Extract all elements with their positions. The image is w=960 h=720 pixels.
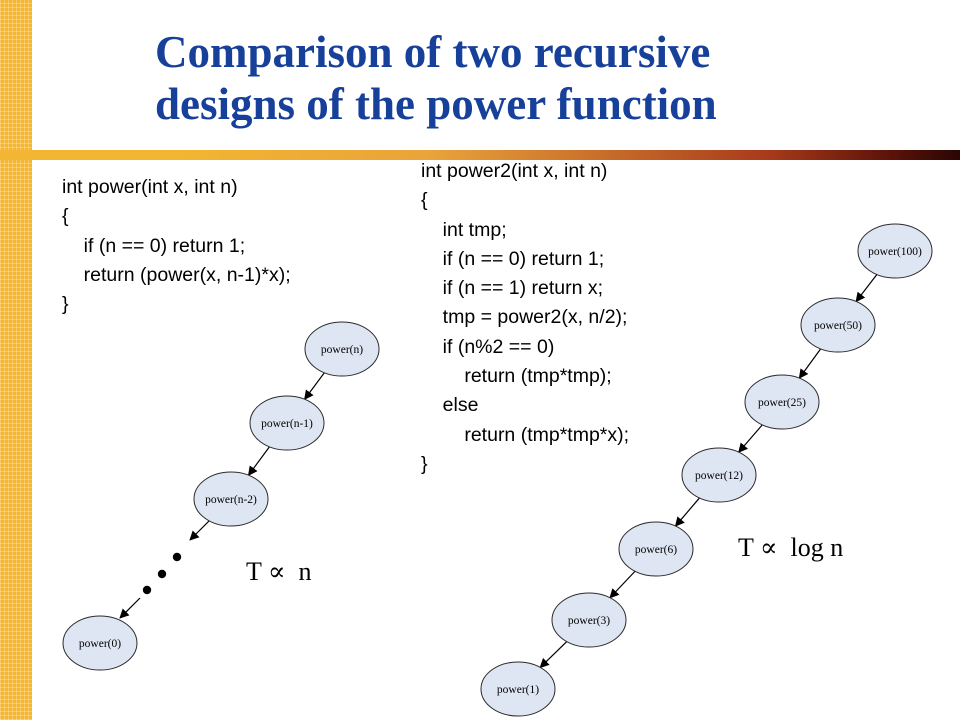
tree2-call-node [480, 661, 556, 717]
slide-title: Comparison of two recursive designs of t… [155, 26, 945, 130]
tree2-call-node [857, 223, 933, 279]
linear-complexity-label: T ∝ n [246, 557, 312, 586]
tree2-call-node-label: power(12) [695, 470, 743, 482]
tree2-call-arrow [738, 424, 763, 453]
code2-line: else [421, 394, 479, 417]
tree1-call-node-label: power(n) [321, 344, 363, 356]
tree1-call-node [193, 471, 269, 527]
tree1-call-node [249, 395, 325, 451]
tree2-call-node-label: power(25) [758, 397, 806, 409]
tree2-call-arrow [539, 641, 568, 669]
tree1-call-node [304, 321, 380, 377]
tree2-call-node [681, 447, 757, 503]
tree2-call-node [744, 374, 820, 430]
code2-line: if (n == 0) return 1; [421, 247, 605, 270]
tree2-call-node [800, 297, 876, 353]
code2-line: int power2(int x, int n) [421, 160, 608, 182]
power-function-code: int power(int x, int n) { if (n == 0) re… [62, 173, 291, 319]
ellipsis-dots [142, 552, 182, 595]
tree2-call-arrow [609, 570, 636, 599]
tree2-call-node-label: power(1) [497, 684, 539, 696]
tree1-call-node [62, 615, 138, 671]
tree2-call-node-label: power(3) [568, 615, 610, 627]
tree1-call-arrow [304, 372, 325, 401]
power2-function-code: int power2(int x, int n) { int tmp; if (… [421, 157, 629, 479]
tree2-call-arrow [798, 348, 822, 379]
linear-recursion-tree: power(n) power(n-1) power(n-2) power(0) [62, 321, 380, 671]
code1-line: int power(int x, int n) [62, 176, 238, 198]
left-decorative-strip [0, 0, 32, 720]
code2-line: } [421, 452, 428, 475]
code2-line: int tmp; [421, 218, 507, 241]
tree2-call-arrow [855, 274, 878, 303]
code2-line: { [421, 189, 428, 212]
tree1-call-node-label: power(n-2) [205, 494, 257, 506]
tree1-call-arrow [189, 519, 211, 541]
title-underline-bar [0, 150, 960, 160]
log-recursion-tree: power(100) power(50) power(25) power(12) pow… [480, 223, 933, 717]
slide-title-line-2: designs of the power function [155, 79, 717, 129]
code2-line: return (tmp*tmp*x); [421, 423, 630, 446]
code2-line: tmp = power2(x, n/2); [421, 306, 628, 329]
tree2-call-arrow [674, 497, 700, 527]
tree1-call-node-label: power(0) [79, 638, 121, 650]
tree2-call-node [551, 592, 627, 648]
tree1-call-arrow [119, 597, 141, 619]
code2-line: return (tmp*tmp); [421, 365, 612, 388]
slide-title-line-1: Comparison of two recursive [155, 27, 711, 77]
code1-line: } [62, 293, 69, 316]
code2-line: if (n%2 == 0) [421, 335, 555, 358]
tree2-call-node-label: power(50) [814, 320, 862, 332]
tree2-call-node [618, 521, 694, 577]
tree2-call-node-label: power(100) [868, 246, 922, 258]
code1-line: return (power(x, n-1)*x); [62, 263, 291, 286]
tree1-call-node-label: power(n-1) [261, 418, 313, 430]
tree1-call-arrow [247, 446, 270, 476]
code2-line: if (n == 1) return x; [421, 277, 604, 300]
code1-line: { [62, 205, 69, 228]
code1-line: if (n == 0) return 1; [62, 234, 246, 257]
tree2-call-node-label: power(6) [635, 544, 677, 556]
log-complexity-label: T ∝ log n [738, 533, 844, 562]
